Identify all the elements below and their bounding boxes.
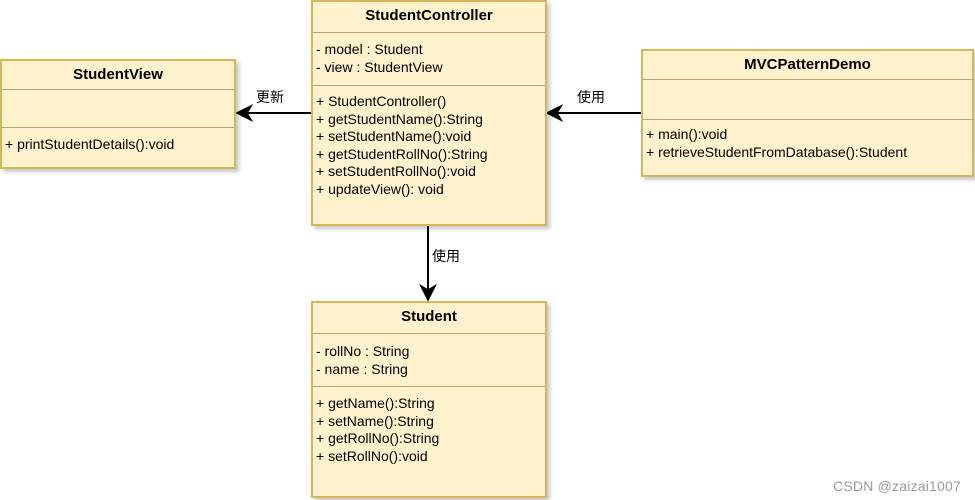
class-mvc-pattern-demo[interactable]: MVCPatternDemo + main():void + retrieveS… xyxy=(641,49,974,177)
class-divider xyxy=(313,85,545,86)
method-set-student-name: + setStudentName():void xyxy=(316,128,472,144)
attribute-roll-no: - rollNo : String xyxy=(316,343,410,359)
method-get-roll-no: + getRollNo():String xyxy=(316,430,440,446)
class-student-controller[interactable]: StudentController - model : Student - vi… xyxy=(311,0,547,226)
edge-label-use-demo: 使用 xyxy=(575,90,607,106)
methods-section: + main():void + retrieveStudentFromDatab… xyxy=(646,126,970,161)
attributes-section: - model : Student - view : StudentView xyxy=(316,41,543,76)
method-retrieve-student: + retrieveStudentFromDatabase():Student xyxy=(646,143,908,160)
method-get-student-name: + getStudentName():String xyxy=(316,110,483,127)
attributes-section: - rollNo : String - name : String xyxy=(316,343,543,378)
class-divider xyxy=(313,333,545,334)
attribute-name: - name : String xyxy=(316,360,408,377)
methods-section: + StudentController() + getStudentName()… xyxy=(316,93,543,198)
edge-label-update: 更新 xyxy=(254,90,286,106)
attribute-view: - view : StudentView xyxy=(316,58,443,75)
method-main: + main():void xyxy=(646,126,728,142)
class-divider xyxy=(2,89,234,90)
method-print-student-details: + printStudentDetails():void xyxy=(5,136,175,152)
class-divider xyxy=(643,119,972,120)
method-constructor: + StudentController() xyxy=(316,93,447,109)
method-get-student-roll-no: + getStudentRollNo():String xyxy=(316,145,488,162)
class-student-view[interactable]: StudentView + printStudentDetails():void xyxy=(0,59,236,169)
methods-section: + printStudentDetails():void xyxy=(5,136,232,154)
class-name-student-view: StudentView xyxy=(73,66,163,83)
method-set-roll-no: + setRollNo():void xyxy=(316,447,428,464)
watermark: CSDN @zaizai1007 xyxy=(833,478,961,494)
class-divider xyxy=(2,127,234,128)
method-set-name: + setName():String xyxy=(316,412,434,429)
class-divider xyxy=(313,32,545,33)
class-name-mvc-pattern-demo: MVCPatternDemo xyxy=(744,56,871,73)
method-get-name: + getName():String xyxy=(316,395,435,411)
attribute-model: - model : Student xyxy=(316,41,423,57)
methods-section: + getName():String + setName():String + … xyxy=(316,395,543,465)
class-name-student-controller: StudentController xyxy=(365,7,493,24)
class-student[interactable]: Student - rollNo : String - name : Strin… xyxy=(311,301,547,498)
class-divider xyxy=(643,79,972,80)
method-set-student-roll-no: + setStudentRollNo():void xyxy=(316,163,476,179)
class-name-student: Student xyxy=(401,308,457,325)
edge-label-use-student: 使用 xyxy=(430,249,462,265)
method-update-view: + updateView(): void xyxy=(316,180,444,197)
class-divider xyxy=(313,386,545,387)
